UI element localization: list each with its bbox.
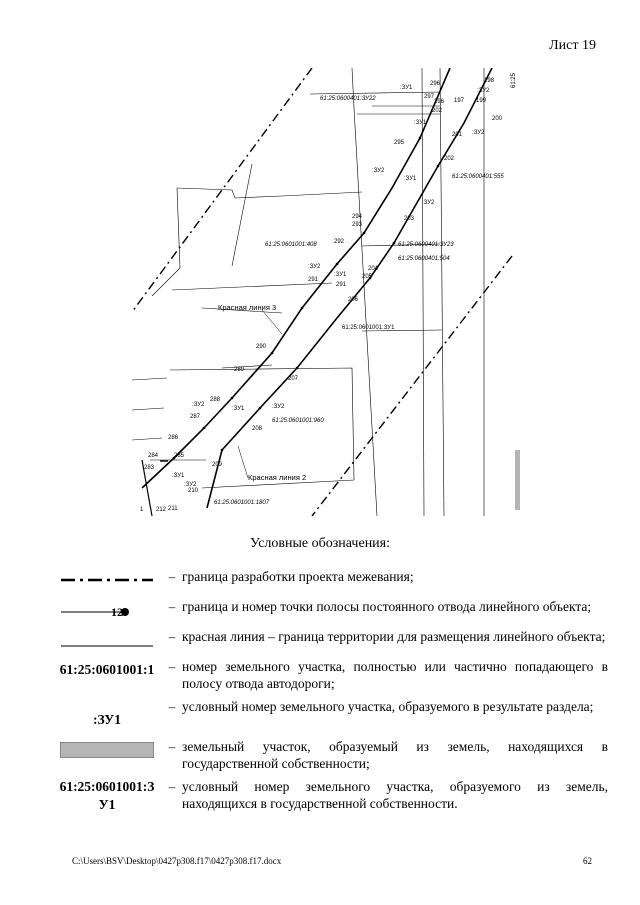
zu-label: :ЗУ2 xyxy=(422,200,435,206)
zu-label: :ЗУ2 xyxy=(192,402,205,408)
red-line-2-label: Красная линия 2 xyxy=(248,473,306,482)
point-number: 202 xyxy=(444,156,455,162)
sheet-number: Лист 19 xyxy=(549,38,596,53)
dash-dot-line-symbol xyxy=(52,568,162,592)
zu-label: :ЗУ2 xyxy=(184,482,197,488)
zu-label: :ЗУ1 xyxy=(334,272,347,278)
state-parcel-symbol: 61:25:0601001:З У1 xyxy=(59,779,155,812)
legend-text: красная линия – граница территории для р… xyxy=(182,629,606,644)
point-number: 207 xyxy=(288,376,299,382)
legend-text: граница разработки проекта межевания; xyxy=(182,569,414,584)
cadastral-map: 61:25 61:25:0600401:ЗУ22 61:25:0600401:5… xyxy=(132,68,524,516)
zu-label: :ЗУ1 xyxy=(414,120,427,126)
point-number: 294 xyxy=(352,214,363,220)
zu-label: :ЗУ2 xyxy=(372,168,385,174)
point-number: 289 xyxy=(234,367,245,373)
point-number: 205 xyxy=(362,274,373,280)
legend-item: – граница разработки проекта межевания; xyxy=(52,568,608,592)
point-number: 211 xyxy=(168,506,178,512)
legend-item: 12 – граница и номер точки полосы постоя… xyxy=(52,598,608,622)
point-number: 208 xyxy=(252,426,263,432)
point-number: 201 xyxy=(452,132,463,138)
point-number: 291 xyxy=(308,277,319,283)
point-number: 283 xyxy=(144,465,155,471)
zu-label: :ЗУ1 xyxy=(172,473,185,479)
point-number: 297 xyxy=(424,94,435,100)
point-number: 296 xyxy=(430,81,441,87)
parcel-number: 61:25:0600401:504 xyxy=(398,256,450,262)
legend-text: условный номер земельного участка, образ… xyxy=(182,779,608,811)
legend-text: условный номер земельного участка, образ… xyxy=(182,699,594,714)
red-line-3-label: Красная линия 3 xyxy=(218,303,276,312)
point-number: 287 xyxy=(190,414,201,420)
point-number: 291 xyxy=(336,282,347,288)
legend-title: Условные обозначения: xyxy=(249,536,391,551)
parcel-edge-label: 61:25 xyxy=(511,72,517,88)
state-land-symbol xyxy=(52,738,162,762)
legend-item: – земельный участок, образуемый из земел… xyxy=(52,738,608,772)
point-number: 204 xyxy=(368,266,379,272)
point-number: 292 xyxy=(334,239,345,245)
point-number-sample: 12 xyxy=(111,605,123,618)
parcel-number: 61:25:0600401:555 xyxy=(452,174,504,180)
zu-symbol: :ЗУ1 xyxy=(93,712,121,727)
point-number: 288 xyxy=(210,397,221,403)
point-number: 284 xyxy=(148,453,159,459)
parcel-number: 61:25:0600401:ЗУ23 xyxy=(398,242,454,248)
point-number: 206 xyxy=(348,297,359,303)
point-number: 200 xyxy=(492,116,503,122)
legend-text: земельный участок, образуемый из земель,… xyxy=(182,739,608,771)
zu-label: :ЗУ1 xyxy=(404,176,417,182)
zu-label: :ЗУ2 xyxy=(472,130,485,136)
point-number: 203 xyxy=(404,216,415,222)
parcel-number: 61:25:0601001:960 xyxy=(272,418,324,424)
legend-item: 61:25:0601001:1 – номер земельного участ… xyxy=(52,658,608,692)
point-number: 286 xyxy=(168,435,179,441)
zu-label: :ЗУ1 xyxy=(400,85,413,91)
point-number: 212 xyxy=(156,507,167,513)
point-number: 1 xyxy=(140,507,144,513)
legend-item: :ЗУ1 – условный номер земельного участка… xyxy=(52,698,608,732)
point-number: 202 xyxy=(432,108,443,114)
legend-text: номер земельного участка, полностью или … xyxy=(182,659,608,691)
legend: – граница разработки проекта межевания; … xyxy=(52,568,608,820)
page-number: 62 xyxy=(583,856,592,866)
point-number: 199 xyxy=(476,98,487,104)
point-number: 210 xyxy=(188,488,199,494)
point-number: 285 xyxy=(174,453,185,459)
point-number: 196 xyxy=(434,99,445,105)
red-line-symbol xyxy=(52,628,162,652)
parcel-number: 61:25:0601001:1807 xyxy=(214,500,270,506)
zu-label: :ЗУ2 xyxy=(477,88,490,94)
zu-label: :ЗУ1 xyxy=(232,406,245,412)
point-line-symbol: 12 xyxy=(52,598,162,622)
point-number: 198 xyxy=(484,78,495,84)
point-number: 293 xyxy=(352,222,363,228)
file-path: C:\Users\BSV\Desktop\0427p308.f17\0427p3… xyxy=(72,856,282,866)
point-number: 295 xyxy=(394,140,405,146)
parcel-number-symbol: 61:25:0601001:1 xyxy=(59,662,155,677)
legend-text: граница и номер точки полосы постоянного… xyxy=(182,599,592,614)
point-number: 209 xyxy=(212,462,223,468)
parcel-number: 61:25:0601001:ЗУ1 xyxy=(342,325,395,331)
zu-label: :ЗУ2 xyxy=(272,404,285,410)
point-number: 290 xyxy=(256,344,267,350)
parcel-number: 61:25:0601001:408 xyxy=(265,242,317,248)
point-number: 197 xyxy=(454,98,465,104)
parcel-number: 61:25:0600401:ЗУ22 xyxy=(320,96,376,102)
legend-item: 61:25:0601001:З У1 – условный номер земе… xyxy=(52,778,608,814)
zu-label: :ЗУ2 xyxy=(308,264,321,270)
legend-item: – красная линия – граница территории для… xyxy=(52,628,608,652)
